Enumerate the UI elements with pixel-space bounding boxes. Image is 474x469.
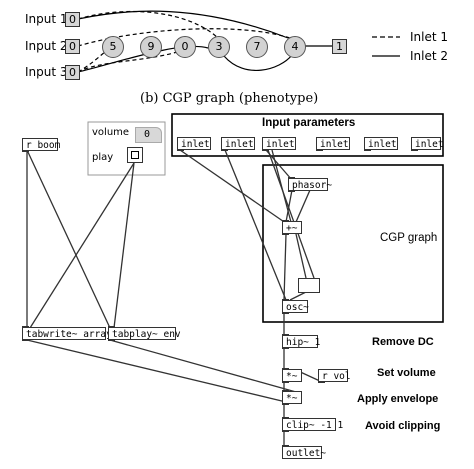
volume-slider[interactable]: 0 xyxy=(135,127,162,143)
inlet-object-1[interactable]: inlet xyxy=(177,137,211,151)
legend-inlet-2: Inlet 2 xyxy=(410,49,449,63)
inlet-object-5[interactable]: inlet xyxy=(364,137,398,151)
volume-label: volume xyxy=(92,127,130,138)
graph-node: 9 xyxy=(140,36,162,58)
r-boom-object[interactable]: r boom xyxy=(22,138,60,152)
remove-dc-annotation: Remove DC xyxy=(372,336,434,348)
toggle-square-icon xyxy=(131,151,139,159)
input-parameters-title: Input parameters xyxy=(262,117,356,129)
graph-node: 0 xyxy=(174,36,196,58)
graph-node: 4 xyxy=(284,36,306,58)
input-3-value: 0 xyxy=(65,65,80,80)
plus-object[interactable]: +~ xyxy=(282,220,302,235)
tabwrite-object[interactable]: tabwrite~ array1 xyxy=(22,326,118,341)
r-vol-object[interactable]: r vol xyxy=(318,369,351,383)
output-value: 1 xyxy=(332,39,347,54)
tabplay-object[interactable]: tabplay~ env xyxy=(108,326,181,341)
graph-node: 5 xyxy=(102,36,124,58)
avoid-clipping-annotation: Avoid clipping xyxy=(365,420,441,432)
play-toggle[interactable] xyxy=(127,147,143,163)
input-1-value: 0 xyxy=(65,12,80,27)
input-3-label: Input 3 xyxy=(25,65,68,79)
input-1-label: Input 1 xyxy=(25,12,68,26)
input-2-label: Input 2 xyxy=(25,39,68,53)
legend-inlet-1: Inlet 1 xyxy=(410,30,449,44)
input-2-value: 0 xyxy=(65,39,80,54)
volume-value: 0 xyxy=(144,129,151,140)
outlet-object[interactable]: outlet~ xyxy=(282,445,326,459)
graph-node: 7 xyxy=(246,36,268,58)
inlet-object-4[interactable]: inlet xyxy=(316,137,350,151)
apply-envelope-annotation: Apply envelope xyxy=(357,393,439,405)
empty-object[interactable] xyxy=(298,278,320,293)
inlet-object-3[interactable]: inlet xyxy=(262,137,296,151)
multiply-volume-object[interactable]: *~ xyxy=(282,368,302,383)
play-label: play xyxy=(92,152,114,163)
inlet-object-2[interactable]: inlet xyxy=(221,137,255,151)
multiply-envelope-object[interactable]: *~ xyxy=(282,390,302,405)
hip-object[interactable]: hip~ 1 xyxy=(282,334,320,349)
osc-object[interactable]: osc~ xyxy=(282,299,309,314)
figure-caption: (b) CGP graph (phenotype) xyxy=(140,91,319,106)
phasor-object[interactable]: phasor~ xyxy=(288,177,332,192)
cgp-graph-title: CGP graph xyxy=(380,232,438,244)
graph-node: 3 xyxy=(208,36,230,58)
inlet-object-6[interactable]: inlet xyxy=(411,137,444,151)
clip-object[interactable]: clip~ -1 1 xyxy=(282,417,343,432)
set-volume-annotation: Set volume xyxy=(377,367,436,379)
